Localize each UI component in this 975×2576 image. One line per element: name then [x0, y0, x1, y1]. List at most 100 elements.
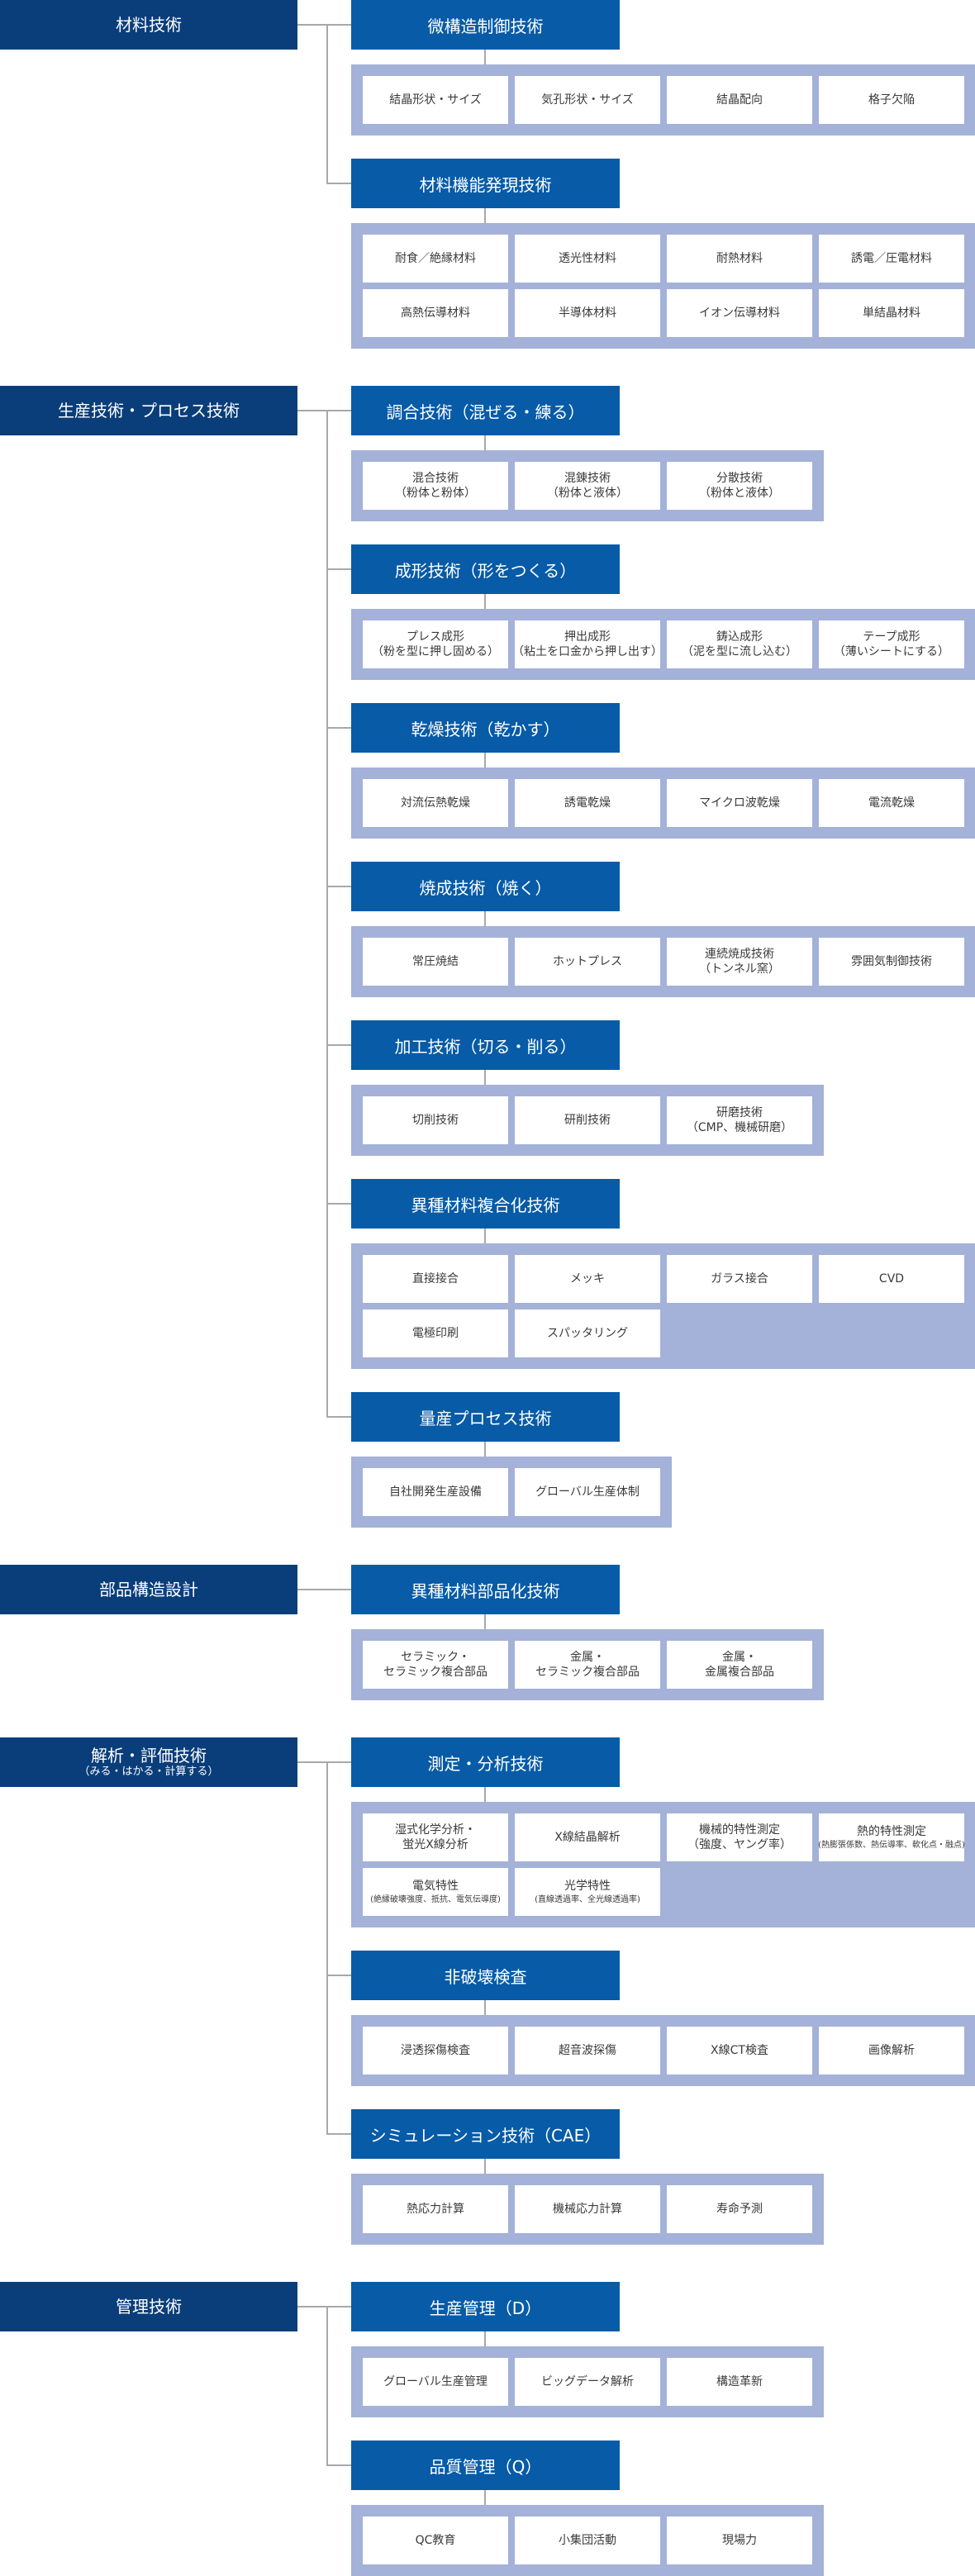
group-branch-line [326, 1044, 351, 1046]
item-label: 機械的特性測定 [699, 1823, 780, 1837]
header-panel-connector [484, 1229, 486, 1243]
item-card: 研削技術 [515, 1096, 660, 1144]
item-label: グローバル生産体制 [535, 1485, 640, 1499]
item-card: ホットプレス [515, 938, 660, 986]
item-card: 混合技術（粉体と粉体） [363, 462, 508, 510]
item-card: グローバル生産体制 [515, 1468, 660, 1516]
category-connector [297, 410, 328, 411]
group-panel: QC教育小集団活動現場力 [351, 2505, 824, 2576]
item-card: 連続焼成技術（トンネル窯） [667, 938, 812, 986]
item-label: 研磨技術 [716, 1105, 763, 1119]
group-branch-line [326, 1203, 351, 1205]
item-sublabel: （泥を型に流し込む） [682, 645, 797, 658]
item-sublabel: （粉体と液体） [699, 487, 780, 500]
tree-trunk-line [326, 1761, 328, 2135]
item-card: 超音波探傷 [515, 2027, 660, 2075]
header-panel-connector [484, 1442, 486, 1457]
item-label: スパッタリング [547, 1326, 628, 1340]
item-sublabel: （粉体と液体） [547, 487, 628, 500]
group-branch-line [326, 727, 351, 729]
item-label: メッキ [570, 1271, 605, 1286]
item-card: 寿命予測 [667, 2185, 812, 2233]
group-branch-line [326, 568, 351, 570]
header-panel-connector [484, 435, 486, 450]
item-card: 単結晶材料 [819, 289, 964, 337]
group-header: 測定・分析技術 [351, 1737, 620, 1787]
item-sublabel: 金属複合部品 [705, 1666, 774, 1679]
item-label: 切削技術 [412, 1113, 459, 1127]
item-card: 小集団活動 [515, 2517, 660, 2564]
item-card: 直接接合 [363, 1255, 508, 1303]
item-label: CVD [878, 1271, 905, 1286]
item-sublabel: （トンネル窯） [699, 962, 780, 976]
group-branch-line [326, 886, 351, 887]
item-card: 研磨技術（CMP、機械研磨） [667, 1096, 812, 1144]
group-panel: 混合技術（粉体と粉体） 混錬技術 （粉体と液体） 分散技術 （粉体と液体） [351, 450, 824, 521]
group-branch-line [326, 1975, 351, 1976]
group-panel: 対流伝熱乾燥誘電乾燥マイクロ波乾燥電流乾燥 [351, 768, 975, 839]
item-card: 混錬技術 （粉体と液体） [515, 462, 660, 510]
item-label: 浸透探傷検査 [401, 2043, 470, 2057]
item-sublabel: セラミック複合部品 [383, 1666, 488, 1679]
item-card: 機械的特性測定（強度、ヤング率） [667, 1813, 812, 1861]
item-label: 金属・ [722, 1650, 757, 1664]
category-label: 材料技術 [116, 14, 182, 35]
category-connector [297, 24, 328, 26]
item-sublabel: (絶縁破壊強度、抵抗、電気伝導度) [370, 1894, 501, 1904]
item-card: セラミック・セラミック複合部品 [363, 1641, 508, 1689]
item-label: 連続焼成技術 [705, 947, 774, 961]
item-label: 分散技術 [716, 471, 763, 485]
item-label: 結晶形状・サイズ [389, 93, 482, 107]
item-card: 機械応力計算 [515, 2185, 660, 2233]
header-panel-connector [484, 2331, 486, 2346]
group-panel: 常圧焼結ホットプレス連続焼成技術（トンネル窯）雰囲気制御技術 [351, 926, 975, 997]
item-label: X線CT検査 [711, 2043, 768, 2057]
item-card: スパッタリング [515, 1309, 660, 1357]
group-header: 量産プロセス技術 [351, 1392, 620, 1442]
item-card: 光学特性(直線透過率、全光線透過率) [515, 1868, 660, 1916]
item-label: 格子欠陥 [868, 93, 915, 107]
item-label: ホットプレス [553, 954, 622, 968]
item-label: 混錬技術 [564, 471, 611, 485]
item-card: 現場力 [667, 2517, 812, 2564]
item-label: 構造革新 [716, 2374, 763, 2388]
group-branch-line [326, 2133, 351, 2135]
group-panel: 浸透探傷検査 超音波探傷 X線CT検査 画像解析 [351, 2015, 975, 2086]
group-branch-line [326, 1589, 351, 1590]
group-header: 加工技術（切る・削る） [351, 1020, 620, 1070]
tree-trunk-line [326, 24, 328, 184]
item-card: イオン伝導材料 [667, 289, 812, 337]
item-card: X線CT検査 [667, 2027, 812, 2075]
header-panel-connector [484, 2159, 486, 2174]
item-label: 金属・ [570, 1650, 605, 1664]
item-card: 浸透探傷検査 [363, 2027, 508, 2075]
group-panel: グローバル生産管理ビッグデータ解析構造革新 [351, 2346, 824, 2417]
group-panel: 耐食／絶縁材料透光性材料耐熱材料誘電／圧電材料高熱伝導材料半導体材料イオン伝導材… [351, 223, 975, 349]
item-card: X線結晶解析 [515, 1813, 660, 1861]
category-label: 生産技術・プロセス技術 [58, 400, 240, 421]
header-panel-connector [484, 1614, 486, 1629]
item-label: 電気特性 [412, 1880, 459, 1894]
group-panel: プレス成形（粉を型に押し固める）押出成形（粘土を口金から押し出す）鋳込成形（泥を… [351, 609, 975, 680]
group-panel: 熱応力計算 機械応力計算寿命予測 [351, 2174, 824, 2245]
group-header: 品質管理（Q） [351, 2441, 620, 2490]
item-sublabel: （粘土を口金から押し出す） [512, 645, 663, 658]
item-label: 直接接合 [412, 1271, 459, 1286]
category-1: 材料技術 [0, 0, 297, 50]
item-label: 耐熱材料 [716, 251, 763, 265]
item-label: 対流伝熱乾燥 [401, 796, 470, 810]
header-panel-connector [484, 911, 486, 926]
item-card: 画像解析 [819, 2027, 964, 2075]
item-label: グローバル生産管理 [383, 2374, 488, 2388]
item-sublabel: （粉を型に押し固める） [372, 645, 499, 658]
header-panel-connector [484, 50, 486, 64]
item-card: CVD [819, 1255, 964, 1303]
item-label: 押出成形 [564, 630, 611, 644]
item-card: 雰囲気制御技術 [819, 938, 964, 986]
item-card: 熱応力計算 [363, 2185, 508, 2233]
tree-trunk-line [326, 2306, 328, 2466]
group-branch-line [326, 1761, 351, 1763]
item-label: 熱応力計算 [407, 2202, 464, 2216]
item-label: 鋳込成形 [716, 630, 763, 644]
item-label: 超音波探傷 [559, 2043, 616, 2057]
